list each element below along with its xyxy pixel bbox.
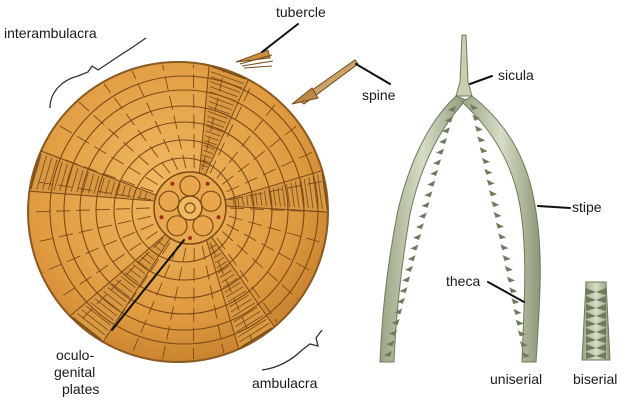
theca-mark xyxy=(408,255,416,261)
theca-mark xyxy=(496,223,504,229)
label-genital: genital xyxy=(54,364,95,380)
label-stipe: stipe xyxy=(572,199,602,215)
theca-mark xyxy=(503,255,511,261)
right-stipe xyxy=(462,96,540,362)
label-theca: theca xyxy=(446,273,480,289)
genital-pore xyxy=(188,236,192,240)
spine-leader xyxy=(356,64,390,84)
theca-mark xyxy=(489,190,497,196)
genital-pore xyxy=(217,215,221,219)
theca-mark xyxy=(480,147,488,153)
theca-mark xyxy=(505,266,513,272)
theca-mark xyxy=(500,244,508,250)
genital-plate xyxy=(159,191,179,211)
theca-mark xyxy=(427,181,435,187)
theca-mark xyxy=(514,309,522,315)
label-plates: plates xyxy=(62,381,99,397)
theca-mark xyxy=(484,169,492,175)
theca-mark xyxy=(402,276,410,282)
label-tubercle: tubercle xyxy=(276,4,326,20)
theca-mark xyxy=(482,158,490,164)
tubercle-mark xyxy=(236,50,273,68)
theca-mark xyxy=(436,149,444,155)
sicula-leader xyxy=(470,76,492,84)
theca-mark xyxy=(439,138,447,144)
spine-mark xyxy=(292,60,358,104)
sicula-shape xyxy=(456,35,472,96)
label-spine: spine xyxy=(362,87,396,103)
apical-system xyxy=(154,172,226,244)
theca-mark xyxy=(491,201,499,207)
genital-pore xyxy=(206,182,210,186)
theca-mark xyxy=(498,233,506,239)
tubercle-leader xyxy=(262,24,298,52)
theca-mark xyxy=(507,277,515,283)
stipe-leader xyxy=(538,206,570,208)
theca-mark xyxy=(516,320,524,326)
genital-pore xyxy=(159,215,163,219)
theca-mark xyxy=(419,213,427,219)
label-uniserial: uniserial xyxy=(490,371,542,387)
theca-mark xyxy=(477,136,485,142)
label-ambulacra: ambulacra xyxy=(252,375,318,391)
label-interambulacra: interambulacra xyxy=(4,25,97,41)
theca-mark xyxy=(475,126,483,132)
theca-mark xyxy=(487,179,495,185)
theca-leader xyxy=(488,282,524,302)
theca-mark xyxy=(424,191,432,197)
theca-mark xyxy=(422,202,430,208)
label-biserial: biserial xyxy=(573,371,617,387)
urchin-test xyxy=(28,50,358,362)
label-oculo: oculo- xyxy=(56,347,94,363)
theca-mark xyxy=(509,287,517,293)
genital-pore xyxy=(170,182,174,186)
theca-mark xyxy=(413,234,421,240)
theca-mark xyxy=(400,287,408,293)
label-sicula: sicula xyxy=(498,67,534,83)
theca-mark xyxy=(405,266,413,272)
theca-mark xyxy=(416,223,424,229)
theca-mark xyxy=(410,244,418,250)
ambulacra-bracket xyxy=(262,330,322,370)
left-stipe xyxy=(380,96,466,362)
genital-plate xyxy=(180,176,200,196)
genital-plate xyxy=(201,191,221,211)
theca-mark xyxy=(494,212,502,218)
theca-mark xyxy=(430,170,438,176)
theca-mark xyxy=(433,159,441,165)
